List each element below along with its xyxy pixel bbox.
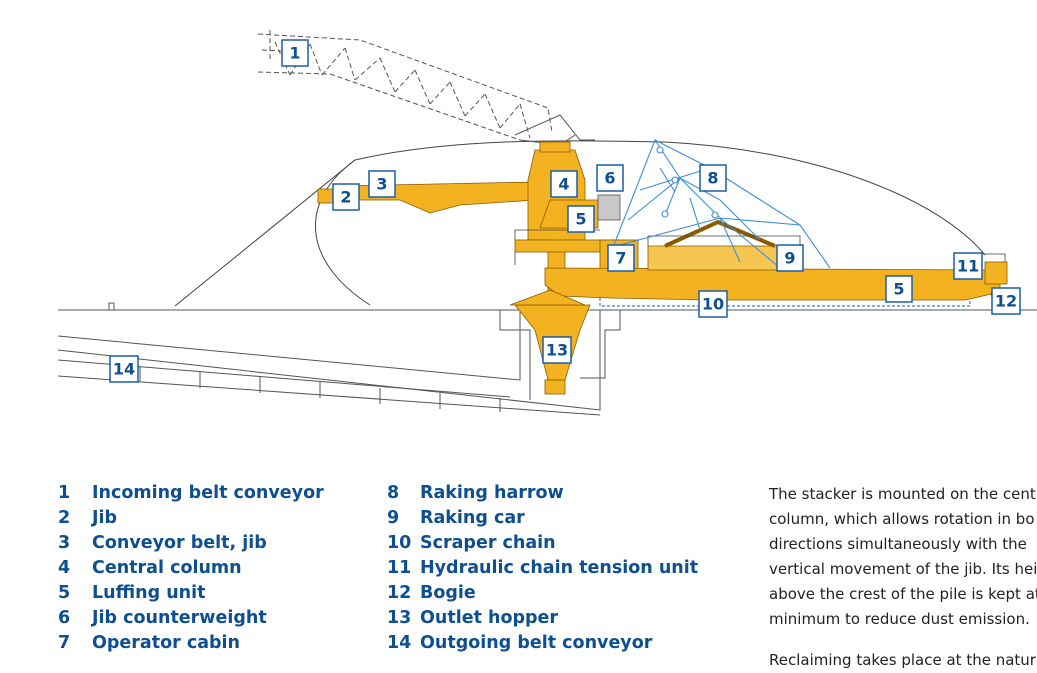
svg-text:12: 12 <box>995 292 1017 311</box>
label-7: 7 <box>607 244 635 272</box>
description-text: The stacker is mounted on the centr colu… <box>769 482 1037 673</box>
label-4: 4 <box>550 170 578 198</box>
svg-text:3: 3 <box>376 175 387 194</box>
description-paragraph-2: Reclaiming takes place at the natura <box>769 651 1037 669</box>
label-5-column: 5 <box>567 205 595 233</box>
svg-text:8: 8 <box>707 169 718 188</box>
svg-text:14: 14 <box>113 360 135 379</box>
description-line: column, which allows rotation in bo <box>769 510 1035 528</box>
incoming-conveyor-head <box>514 114 595 146</box>
svg-text:2: 2 <box>340 188 351 207</box>
column-top <box>539 141 571 153</box>
label-8: 8 <box>699 164 727 192</box>
label-5-bridge: 5 <box>885 275 913 303</box>
stockpile-inner-line <box>314 159 371 306</box>
label-1: 1 <box>281 39 309 67</box>
svg-text:13: 13 <box>546 341 568 360</box>
svg-text:5: 5 <box>575 210 586 229</box>
label-13: 13 <box>542 336 572 364</box>
svg-text:6: 6 <box>604 169 615 188</box>
stacker-reclaimer-diagram: 1 2 3 4 5 6 7 8 9 10 11 12 13 14 5 <box>57 30 1037 416</box>
svg-text:10: 10 <box>702 295 724 314</box>
label-3: 3 <box>368 170 396 198</box>
label-12: 12 <box>991 287 1021 315</box>
stacker-reclaimer-machine <box>317 141 1008 395</box>
svg-text:11: 11 <box>957 257 979 276</box>
jib-counterweight <box>597 194 621 221</box>
label-6: 6 <box>596 164 624 192</box>
end-unit <box>984 261 1008 285</box>
description-line: above the crest of the pile is kept at <box>769 585 1037 603</box>
svg-text:4: 4 <box>558 175 569 194</box>
raking-harrow <box>609 139 831 269</box>
reclaimer-bridge <box>544 267 1001 301</box>
description-line: minimum to reduce dust emission. <box>769 610 1030 628</box>
hopper-pit <box>499 310 621 400</box>
label-2: 2 <box>332 183 360 211</box>
stockpile-outline <box>174 140 986 307</box>
svg-text:7: 7 <box>615 249 626 268</box>
svg-text:5: 5 <box>893 280 904 299</box>
outgoing-belt-conveyor <box>57 310 601 416</box>
label-14: 14 <box>109 355 139 383</box>
svg-text:9: 9 <box>784 249 795 268</box>
description-line: directions simultaneously with the <box>769 535 1027 553</box>
svg-text:1: 1 <box>289 44 300 63</box>
description-line: The stacker is mounted on the centr <box>769 485 1037 503</box>
label-11: 11 <box>953 252 983 280</box>
slewing-ring <box>509 289 586 306</box>
description-line: vertical movement of the jib. Its heig <box>769 560 1037 578</box>
ground-marker <box>108 302 115 311</box>
label-9: 9 <box>776 244 804 272</box>
hopper-outlet <box>544 379 566 395</box>
label-10: 10 <box>698 290 728 318</box>
